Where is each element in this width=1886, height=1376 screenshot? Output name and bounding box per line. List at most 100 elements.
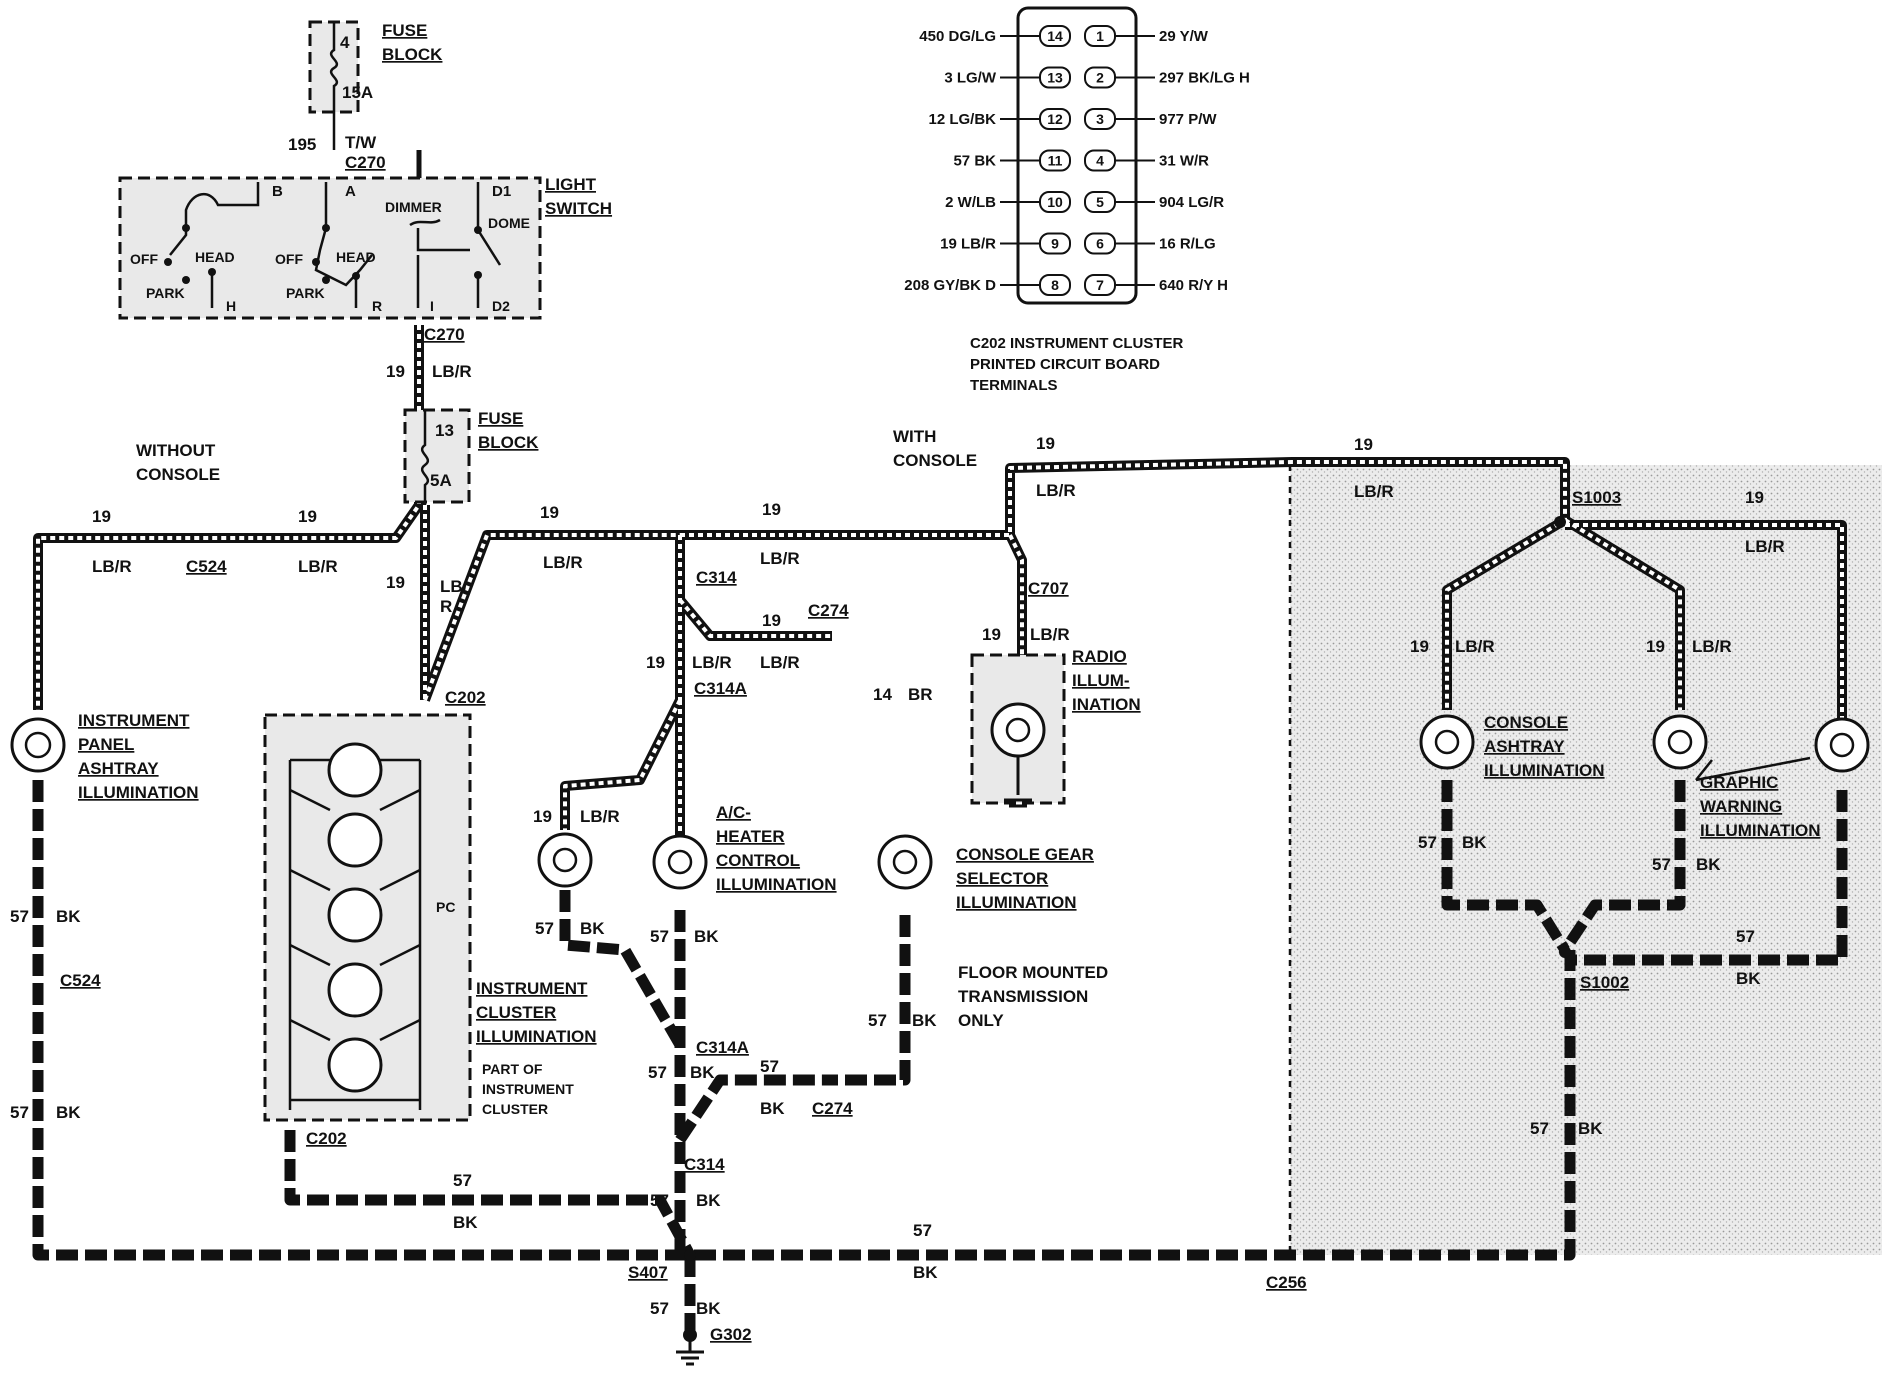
switch-term-h: H xyxy=(226,298,236,314)
wire-19-l: 19 xyxy=(1354,435,1373,454)
fuse-block-title-2: BLOCK xyxy=(382,45,443,64)
ip-ashtray-caption-2: PANEL xyxy=(78,735,134,754)
c202-terminal-label: 450 DG/LG xyxy=(919,28,996,45)
wire-19-e: 19 xyxy=(540,503,559,522)
ip-ashtray-caption-4: ILLUMINATION xyxy=(78,783,199,802)
ip-ashtray-caption-1: INSTRUMENT xyxy=(78,711,190,730)
wire-r-split: R xyxy=(440,597,452,616)
c314a-upper: C314A xyxy=(694,679,747,698)
switch-term-r: R xyxy=(372,298,382,314)
c202-caption-2: PRINTED CIRCUIT BOARD xyxy=(970,356,1160,373)
wire-57-o: 57 xyxy=(1530,1119,1549,1138)
graphic-warning-caption-1: GRAPHIC xyxy=(1700,773,1778,792)
ac-heater-caption-4: ILLUMINATION xyxy=(716,875,837,894)
c202-terminal-label: 2 W/LB xyxy=(945,194,996,211)
wire-bk-j: BK xyxy=(913,1263,938,1282)
console-region xyxy=(1290,445,1882,1255)
cluster-part-1: PART OF xyxy=(482,1061,543,1077)
wire-lbr-k: LB/R xyxy=(1036,481,1076,500)
wire-lbr-c: LB/R xyxy=(298,557,338,576)
c270-lower: C270 xyxy=(424,325,465,344)
c314-lower: C314 xyxy=(684,1155,725,1174)
floor-trans-caption-2: TRANSMISSION xyxy=(958,987,1088,1006)
wire-lbr-i: LB/R xyxy=(760,653,800,672)
switch-park-1: PARK xyxy=(146,285,185,301)
c314-upper: C314 xyxy=(696,568,737,587)
c202-upper: C202 xyxy=(445,688,486,707)
wire-bk-k: BK xyxy=(696,1299,721,1318)
c202-pin-number: 9 xyxy=(1051,236,1059,252)
mid-fuse-title-2: BLOCK xyxy=(478,433,539,452)
wire-19-f: 19 xyxy=(762,500,781,519)
switch-dome: DOME xyxy=(488,215,530,231)
c202-pin-number: 1 xyxy=(1096,28,1104,44)
radio-caption-1: RADIO xyxy=(1072,647,1127,666)
switch-term-i: I xyxy=(430,298,434,314)
lbr-circuit-19 xyxy=(33,150,1847,835)
wire-57-g: 57 xyxy=(760,1057,779,1076)
cluster-caption-3: ILLUMINATION xyxy=(476,1027,597,1046)
wire-bk-e: BK xyxy=(694,927,719,946)
c202-caption-1: C202 INSTRUMENT CLUSTER xyxy=(970,335,1184,352)
feed-color: T/W xyxy=(345,133,377,152)
wire-bk-h: BK xyxy=(696,1191,721,1210)
c256-label: C256 xyxy=(1266,1273,1307,1292)
switch-off-1: OFF xyxy=(130,251,158,267)
c202-pin-number: 8 xyxy=(1051,277,1059,293)
c202-terminal-label: 12 LG/BK xyxy=(928,111,996,128)
c202-terminal-label: 19 LB/R xyxy=(940,236,996,253)
s1003-label: S1003 xyxy=(1572,488,1621,507)
c202-terminal-label: 3 LG/W xyxy=(944,70,997,87)
c202-terminal-label: 904 LG/R xyxy=(1159,194,1224,211)
wire-lbr-b: LB/R xyxy=(92,557,132,576)
wire-lbr-h: LB/R xyxy=(692,653,732,672)
wire-57-l: 57 xyxy=(1418,833,1437,852)
wire-19-d: 19 xyxy=(386,573,405,592)
floor-trans-caption-1: FLOOR MOUNTED xyxy=(958,963,1108,982)
gear-selector-caption-3: ILLUMINATION xyxy=(956,893,1077,912)
ip-ashtray-caption-3: ASHTRAY xyxy=(78,759,159,778)
wire-57-e: 57 xyxy=(650,927,669,946)
switch-off-2: OFF xyxy=(275,251,303,267)
c274-upper: C274 xyxy=(808,601,849,620)
wire-lbr-a: LB/R xyxy=(432,362,472,381)
switch-park-2: PARK xyxy=(286,285,325,301)
switch-term-d1: D1 xyxy=(492,183,511,200)
wire-57-a: 57 xyxy=(10,907,29,926)
ac-heater-caption-3: CONTROL xyxy=(716,851,800,870)
ac-heater-caption-2: HEATER xyxy=(716,827,785,846)
c524-upper: C524 xyxy=(186,557,227,576)
c707-label: C707 xyxy=(1028,579,1069,598)
wire-57-m: 57 xyxy=(1652,855,1671,874)
c202-terminal-label: 57 BK xyxy=(953,153,996,170)
cluster-caption-1: INSTRUMENT xyxy=(476,979,588,998)
c202-pin-number: 2 xyxy=(1096,70,1104,86)
mid-fuse-title: FUSE xyxy=(478,409,523,428)
c202-terminal-label: 31 W/R xyxy=(1159,153,1209,170)
wire-lbr-n: LB/R xyxy=(1745,537,1785,556)
feed-circuit: 195 xyxy=(288,135,316,154)
with-console-2: CONSOLE xyxy=(893,451,977,470)
wire-57-k: 57 xyxy=(650,1299,669,1318)
gear-selector-caption-2: SELECTOR xyxy=(956,869,1048,888)
console-ashtray-lamp xyxy=(1419,714,1475,770)
wire-19-b: 19 xyxy=(92,507,111,526)
graphic-warning-caption-2: WARNING xyxy=(1700,797,1782,816)
wire-bk-d: BK xyxy=(580,919,605,938)
wire-19-i: 19 xyxy=(533,807,552,826)
s407-label: S407 xyxy=(628,1263,668,1282)
wire-19-n: 19 xyxy=(1410,637,1429,656)
c270-upper: C270 xyxy=(345,153,386,172)
wire-19-g: 19 xyxy=(762,611,781,630)
wire-lbr-o: LB/R xyxy=(1455,637,1495,656)
c202-pin-number: 10 xyxy=(1047,194,1063,210)
fuse-rating-15a: 15A xyxy=(342,83,373,102)
wire-bk-i: BK xyxy=(912,1011,937,1030)
wire-19-j: 19 xyxy=(1036,434,1055,453)
c202-caption-3: TERMINALS xyxy=(970,377,1058,394)
ac-heater-lamp xyxy=(652,834,708,890)
c202-pin-number: 11 xyxy=(1048,153,1063,169)
ac-heater-caption-1: A/C- xyxy=(716,803,751,822)
fuse-block-title: FUSE xyxy=(382,21,427,40)
